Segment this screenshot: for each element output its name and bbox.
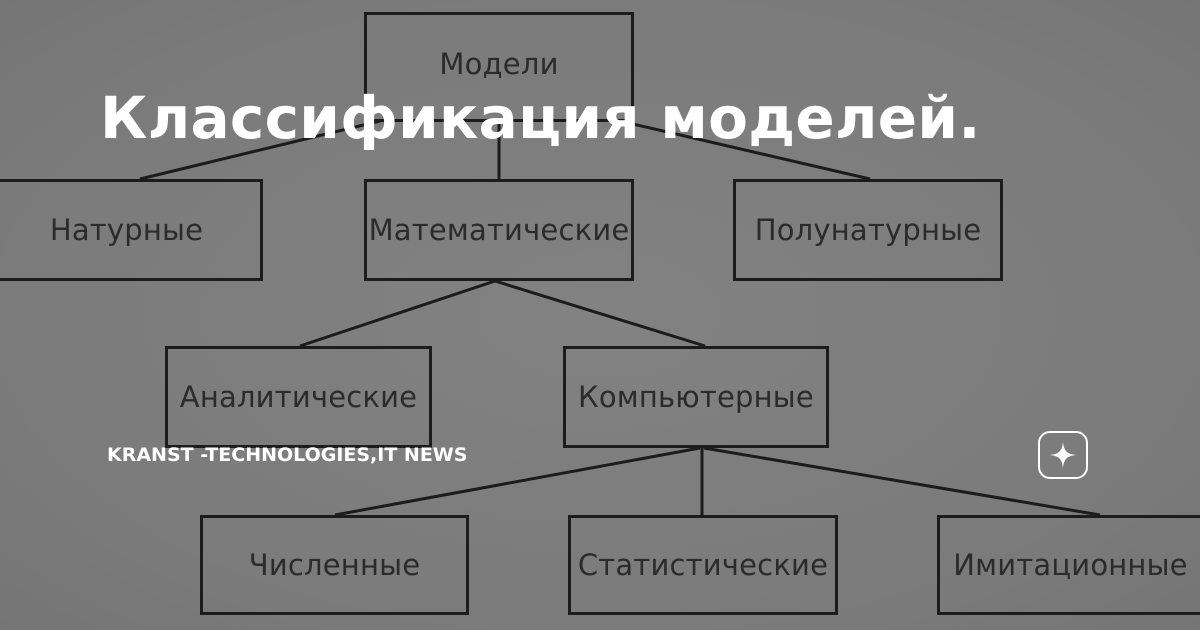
node-computer: Компьютерные	[563, 346, 829, 448]
node-models: Модели	[364, 12, 634, 122]
connector-math-analytic	[299, 279, 496, 348]
connector-root-semi	[619, 119, 871, 181]
connector-root-natural	[139, 119, 381, 181]
node-mathematical: Математические	[364, 179, 634, 281]
sparkle-star-icon[interactable]	[1038, 431, 1088, 479]
connector-math-computer	[494, 279, 706, 348]
node-numerical: Численные	[200, 515, 469, 615]
node-analytical: Аналитические	[165, 346, 432, 448]
sparkle-star-glyph	[1050, 442, 1076, 468]
node-natural: Натурные	[0, 179, 263, 281]
article-title: Классификация моделей.	[100, 84, 981, 152]
connector-comp-numeric	[334, 446, 701, 517]
channel-name[interactable]: KRANST -TECHNOLOGIES,IT NEWS	[107, 444, 468, 466]
connector-comp-imit	[703, 446, 1101, 517]
node-statistical: Статистические	[568, 515, 838, 615]
node-semi-natural: Полунатурные	[733, 179, 1003, 281]
node-simulation: Имитационные	[937, 515, 1200, 615]
